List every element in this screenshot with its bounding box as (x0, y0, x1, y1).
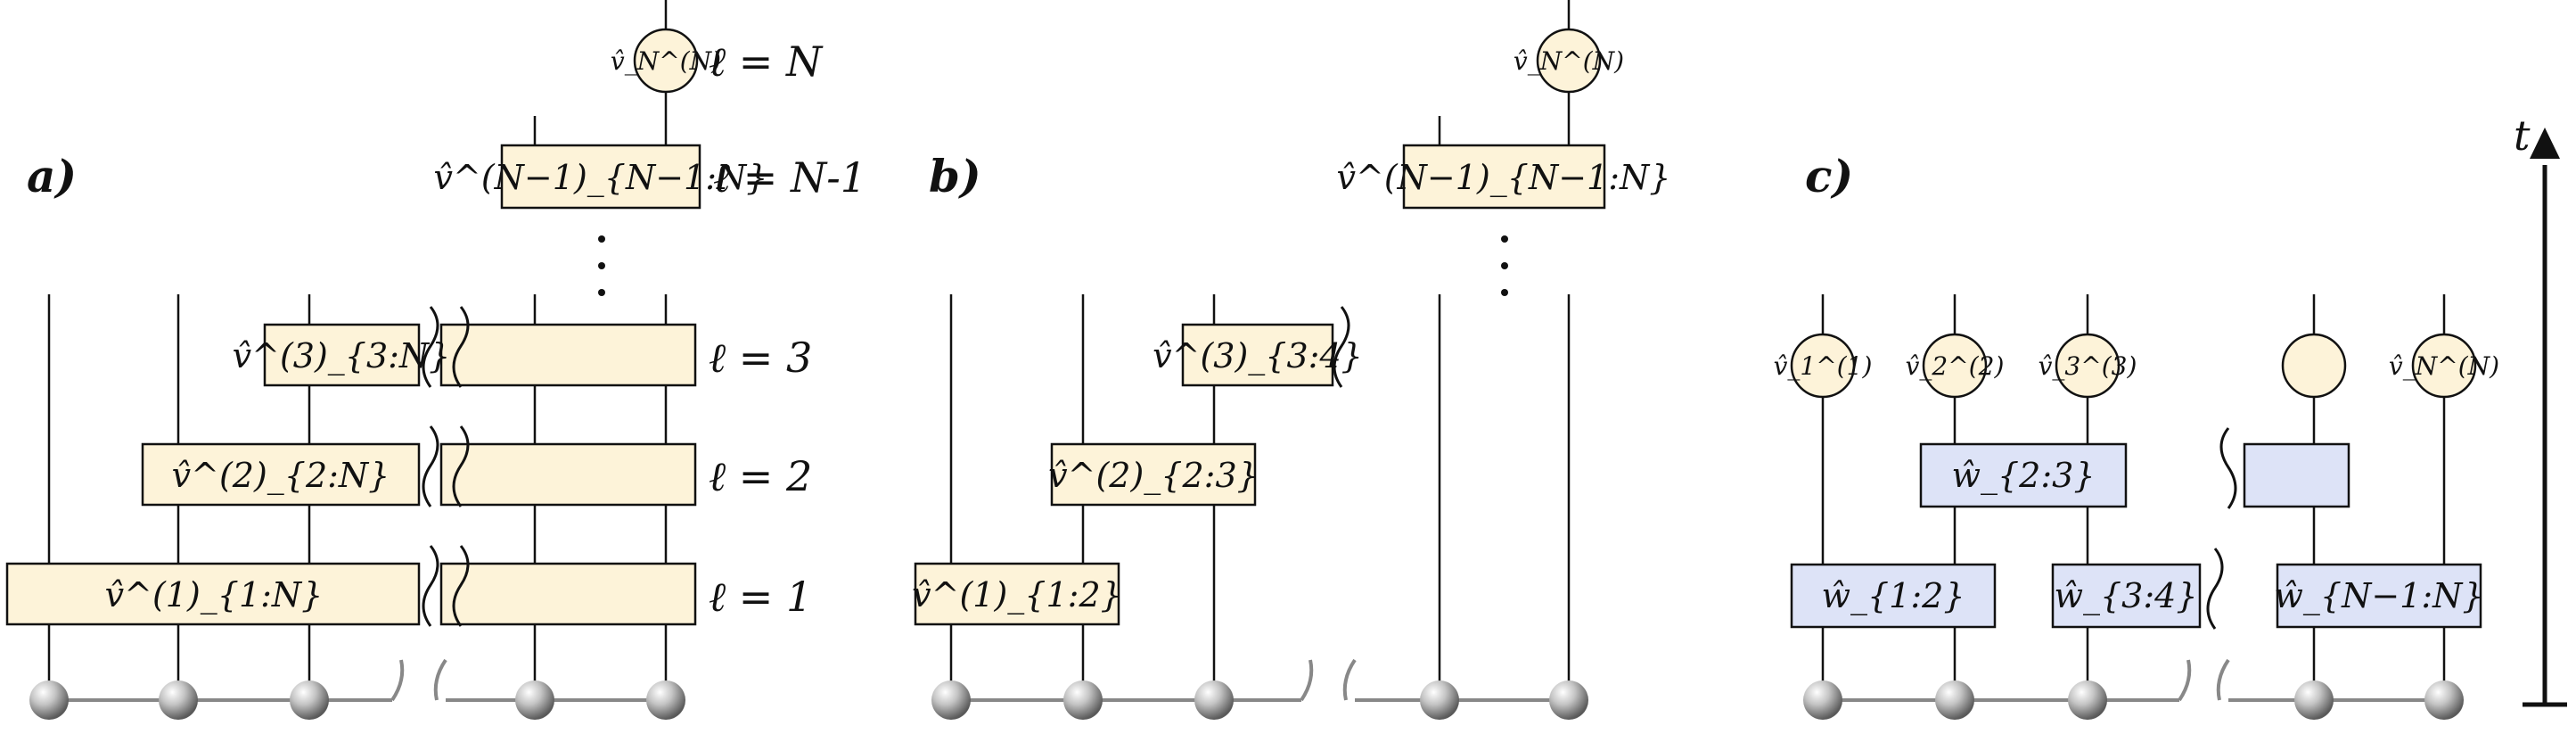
label-c-w23: ŵ_{2:3} (1951, 456, 2095, 496)
layer-label-N: ℓ = N (709, 37, 824, 86)
panel-a: a) (5, 0, 866, 720)
gate-c-w23 (1919, 442, 2128, 508)
label-a-vNm1: v̂^(N−1)_{N−1:N} (434, 158, 768, 198)
gate-b-v1 (914, 562, 1120, 626)
label-b-v3: v̂^(3)_{3:4} (1153, 336, 1363, 376)
layer-label-N-1: ℓ = N-1 (713, 153, 866, 202)
gate-c-v1 (1790, 333, 1856, 399)
gate-c-v3 (2055, 333, 2121, 399)
panel-c-sites (1803, 680, 2464, 720)
label-a-v2: v̂^(2)_{2:N} (172, 456, 390, 496)
panel-c: c) v̂_1^(1) v̂_2^(2) (1774, 150, 2499, 720)
gate-c-empty (2281, 333, 2347, 399)
label-b-vNN: v̂_N^(N) (1514, 46, 1624, 76)
gate-b-vNN (1536, 28, 1602, 94)
gate-a-v1-right (439, 562, 697, 626)
gate-a-v3-right (439, 323, 697, 387)
time-axis-label: t (2514, 111, 2531, 160)
gate-a-v1-left (5, 562, 421, 626)
label-b-v1: v̂^(1)_{1:2} (912, 575, 1122, 615)
gate-b-v3 (1181, 323, 1334, 387)
gate-c-wN (2276, 563, 2482, 629)
panel-a-label: a) (27, 150, 77, 202)
panel-c-bonds (1823, 658, 2444, 702)
gate-b-v2 (1050, 442, 1257, 507)
time-axis: t (2514, 111, 2567, 707)
label-b-v2: v̂^(2)_{2:3} (1048, 456, 1259, 496)
gate-a-v2-left (141, 442, 421, 507)
panel-c-label: c) (1805, 150, 1853, 202)
arrow-up-icon (2530, 128, 2560, 159)
label-a-v3: v̂^(3)_{3:N} (233, 336, 451, 376)
label-c-v2: v̂_2^(2) (1906, 351, 2005, 381)
label-c-wN: ŵ_{N−1:N} (2274, 576, 2483, 616)
layer-label-3: ℓ = 3 (709, 334, 812, 382)
gate-c-wN-upper (2243, 442, 2350, 508)
label-c-v3: v̂_3^(3) (2039, 351, 2137, 381)
gate-a-v3-left (263, 323, 421, 387)
layer-label-2: ℓ = 2 (709, 452, 812, 500)
gate-b-vNm1 (1402, 144, 1606, 210)
panel-b-label: b) (929, 150, 981, 202)
panel-a-sites (29, 680, 685, 720)
gate-a-v2-right (439, 442, 697, 507)
label-a-v1: v̂^(1)_{1:N} (105, 575, 324, 615)
label-c-v1: v̂_1^(1) (1774, 351, 1873, 381)
panel-a-bonds (49, 658, 666, 702)
gate-a-vNm1 (500, 144, 701, 210)
layer-label-1: ℓ = 1 (709, 573, 812, 621)
gate-c-v2 (1922, 333, 1988, 399)
label-c-vN: v̂_N^(N) (2389, 351, 2499, 381)
panel-b: b) v̂^(1)_{1:2} v (912, 0, 1670, 720)
panel-b-sites (931, 680, 1588, 720)
label-c-w12: ŵ_{1:2} (1821, 576, 1965, 616)
gate-c-w34 (2051, 563, 2202, 629)
gate-c-w12 (1790, 563, 1997, 629)
gate-c-vN (2411, 333, 2477, 399)
panel-b-bonds (951, 658, 1569, 702)
gate-a-vNN (633, 28, 699, 94)
label-b-vNm1: v̂^(N−1)_{N−1:N} (1337, 158, 1671, 198)
label-a-vNN: v̂_N^(N) (611, 46, 721, 76)
label-c-w34: ŵ_{3:4} (2054, 576, 2197, 616)
